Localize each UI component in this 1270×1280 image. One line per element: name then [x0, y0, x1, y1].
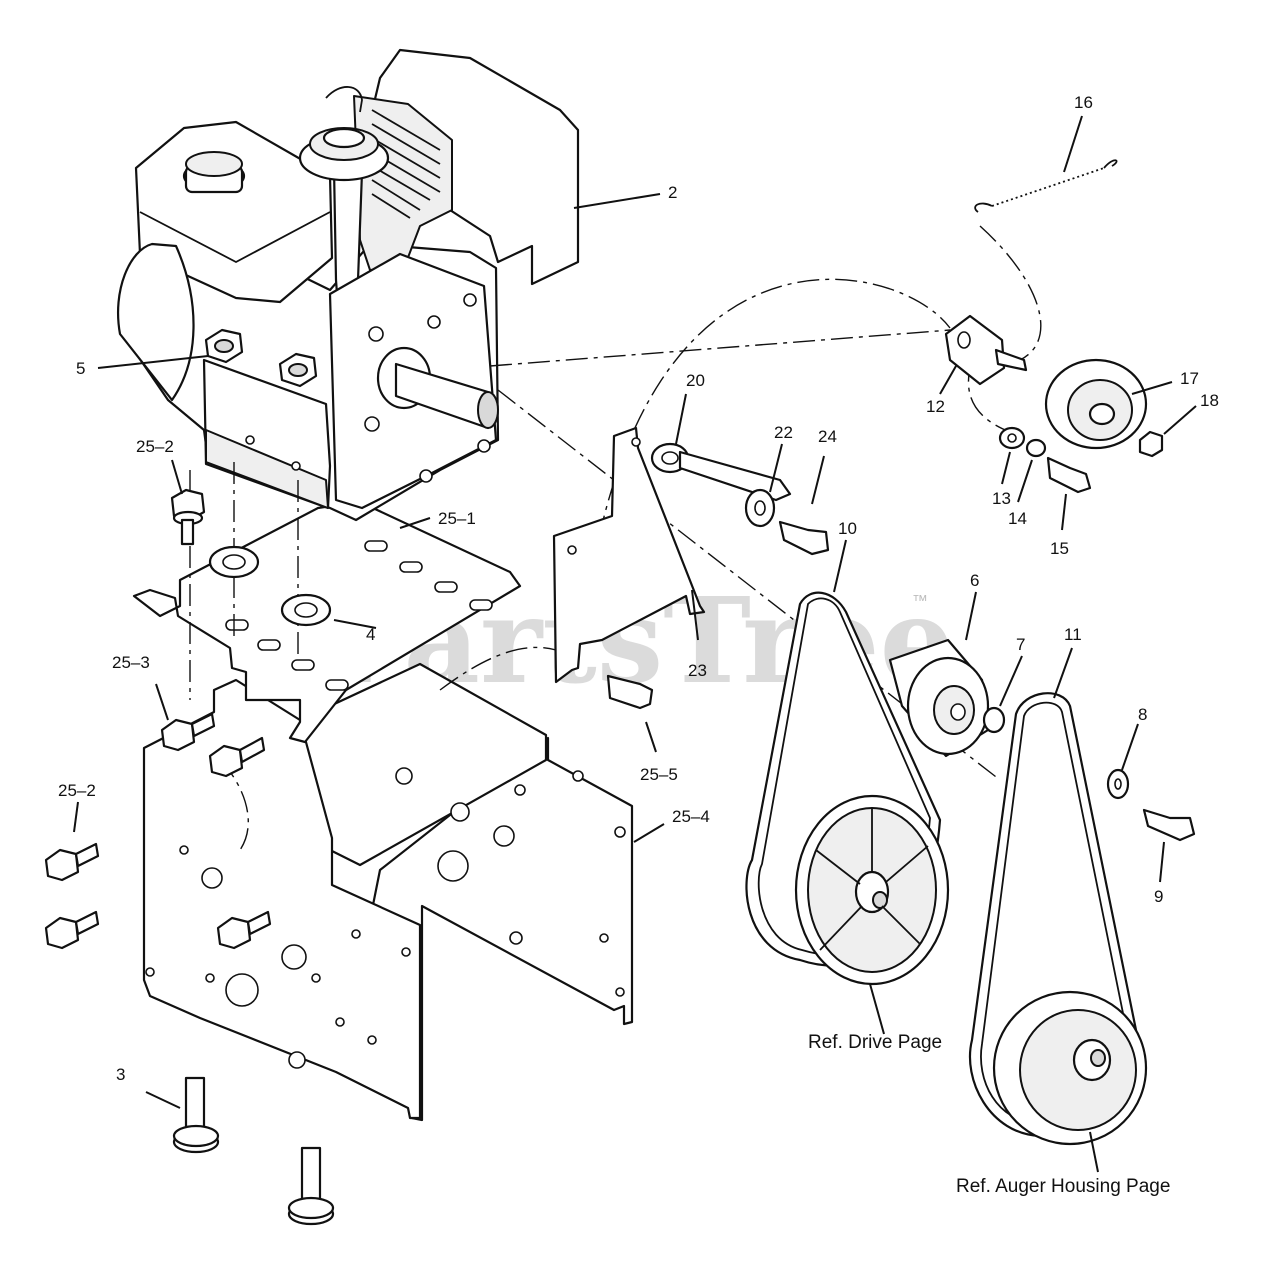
frame-left-panel [142, 678, 422, 1120]
callout-3: 3 [116, 1065, 125, 1084]
callout-25-1: 25–1 [438, 509, 476, 528]
callout-18: 18 [1200, 391, 1219, 410]
washer-8 [1106, 768, 1130, 800]
spacer-7 [982, 706, 1006, 734]
callout-15: 15 [1050, 539, 1069, 558]
engine-cooling-fins [353, 95, 453, 271]
engine [116, 48, 580, 522]
callout-7: 7 [1016, 635, 1025, 654]
bolt-24 [778, 520, 830, 556]
fuel-cap [182, 151, 246, 194]
pulley-6 [888, 638, 990, 758]
gearbox-bolts [364, 293, 491, 483]
washer-14 [1025, 438, 1047, 458]
callout-6: 6 [970, 571, 979, 590]
watermark-trademark: ™ [912, 593, 928, 610]
star-washer-b [280, 593, 332, 627]
callout-13: 13 [992, 489, 1011, 508]
idler-bracket [552, 426, 792, 684]
callout-25-2-top: 25–2 [136, 437, 174, 456]
callout-12: 12 [926, 397, 945, 416]
idler-pulley-17 [1044, 358, 1148, 450]
star-washers [208, 545, 332, 627]
bolt-15 [1046, 456, 1092, 494]
auger-pulley [992, 990, 1148, 1146]
engine-mount-nuts [204, 328, 318, 388]
bolt-9 [1142, 808, 1196, 842]
ref-drive-page: Ref. Drive Page [808, 1032, 942, 1053]
callout-24: 24 [818, 427, 837, 446]
idler-pivot-12 [944, 314, 1028, 386]
ref-auger-housing-page: Ref. Auger Housing Page [956, 1176, 1170, 1197]
callout-labels: 2 5 25–2 25–1 4 25–3 25–2 25–4 3 25–5 20… [58, 93, 1219, 1084]
callout-16: 16 [1074, 93, 1093, 112]
leader-lines [73, 115, 1197, 1173]
mount-plate-slots [225, 540, 493, 691]
bolt-25-5 [606, 674, 654, 710]
callout-14: 14 [1008, 509, 1027, 528]
callout-5: 5 [76, 359, 85, 378]
callout-22: 22 [774, 423, 793, 442]
oil-cap [298, 127, 390, 182]
callout-23: 23 [688, 661, 707, 680]
spring-16 [974, 159, 1118, 213]
bolts-25-2-left [44, 842, 272, 950]
callout-25-3: 25–3 [112, 653, 150, 672]
callout-4: 4 [366, 625, 375, 644]
callout-2: 2 [668, 183, 677, 202]
nut-b [278, 352, 318, 388]
idler-arm [650, 442, 792, 502]
callout-20: 20 [686, 371, 705, 390]
bolt-25-2-top [170, 488, 206, 546]
bolts-25-3 [160, 712, 266, 778]
nut-a [204, 328, 244, 364]
callout-11: 11 [1064, 625, 1082, 644]
crankshaft [376, 346, 499, 430]
callout-17: 17 [1180, 369, 1199, 388]
washer-13 [998, 426, 1026, 450]
drive-pulley [794, 794, 950, 986]
carriage-bolts-3 [172, 1076, 335, 1226]
callout-9: 9 [1154, 887, 1163, 906]
fuel-line [325, 86, 363, 113]
bracket-plate [552, 426, 706, 684]
callout-8: 8 [1138, 705, 1147, 724]
frame-holes [145, 767, 626, 1069]
recoil-housing [116, 242, 195, 402]
nut-18 [1138, 430, 1164, 458]
callout-25-5: 25–5 [640, 765, 678, 784]
washer-22 [744, 488, 776, 528]
callout-25-4: 25–4 [672, 807, 710, 826]
star-washer-a [208, 545, 260, 579]
fuel-tank-seam [139, 211, 331, 264]
callout-10: 10 [838, 519, 857, 538]
callout-25-2-left: 25–2 [58, 781, 96, 800]
